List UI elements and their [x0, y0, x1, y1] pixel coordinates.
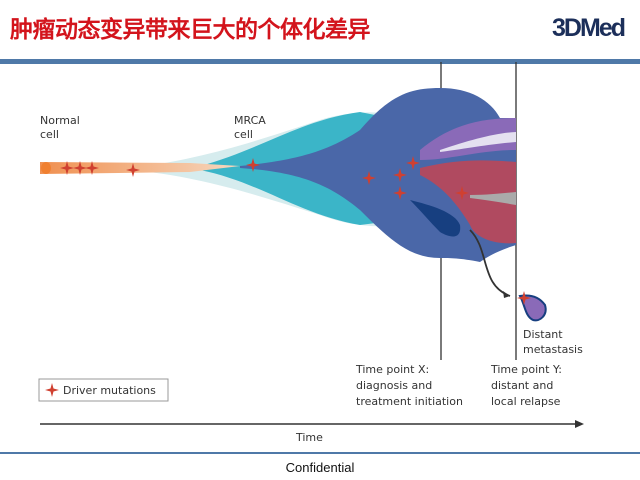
slide-title: 肿瘤动态变异带来巨大的个体化差异: [10, 17, 371, 43]
logo-3dmed: 3DMed: [552, 14, 626, 42]
time-point-y-label: Time point Y:: [490, 363, 562, 376]
legend-box: [38, 378, 169, 402]
mrca-label: MRCA: [234, 114, 266, 127]
mrca-label-2: cell: [234, 128, 253, 141]
footer-confidential: Confidential: [285, 460, 355, 475]
time-point-y-label-3: local relapse: [491, 395, 561, 408]
time-point-x-label-2: diagnosis and: [356, 379, 432, 392]
legend-label: Driver mutations: [63, 384, 156, 397]
time-point-x-label-3: treatment initiation: [356, 395, 463, 408]
distant-metastasis-label: Distant: [523, 328, 563, 341]
footer-divider: [0, 452, 640, 454]
time-axis-label: Time: [295, 431, 323, 444]
header-divider: [0, 59, 640, 64]
metastasis-arrow: [469, 229, 511, 297]
arrow-head-icon: [503, 291, 510, 298]
grey-subclone: [470, 192, 516, 205]
normal-cell-label-2: cell: [40, 128, 59, 141]
distant-metastasis-label-2: metastasis: [523, 343, 583, 356]
white-subclone: [440, 132, 516, 152]
time-axis-arrow-icon: [575, 420, 584, 428]
red-subclone: [420, 160, 516, 244]
metastatic-subclone: [410, 200, 461, 237]
normal-cell: [41, 162, 51, 174]
time-point-x-label: Time point X:: [355, 363, 429, 376]
normal-cell-label: Normal: [40, 114, 80, 127]
time-point-y-label-2: distant and: [491, 379, 553, 392]
normal-lineage: [40, 162, 240, 174]
metastasis-clone: [518, 294, 547, 322]
